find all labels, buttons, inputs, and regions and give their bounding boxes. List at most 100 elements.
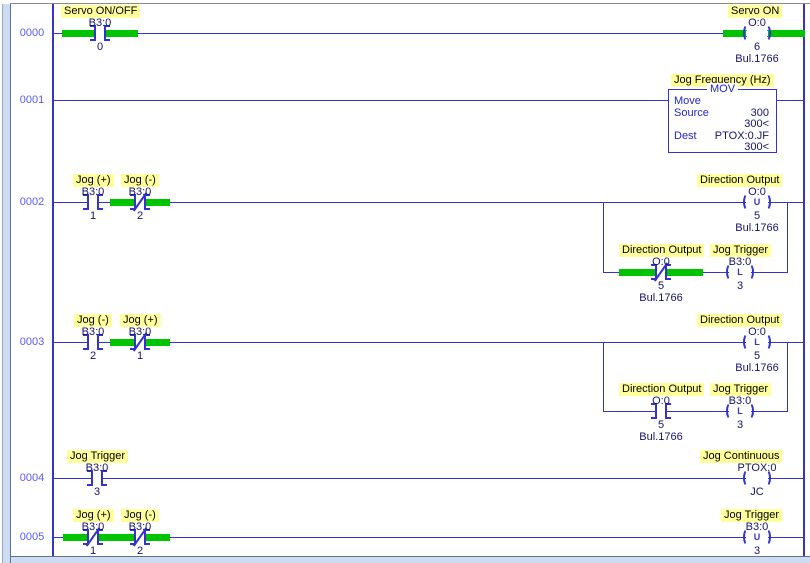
rung-number[interactable]: 0003 [19,336,45,348]
instruction-description: Jog Continuous [700,450,783,463]
instruction-address: O:0 [652,256,670,268]
power-flow-highlight [723,30,747,37]
instruction-address: B3:0 [81,326,105,338]
bit-number: JC [750,486,764,498]
coil-gap [746,476,768,481]
instruction-address: B3:0 [128,186,152,198]
mov-title: MOV [707,83,739,96]
instruction-address: B3:0 [745,521,769,533]
coil-symbol [761,193,771,211]
coil-symbol [743,24,753,42]
branch-rail-left [603,342,604,412]
instruction-description: Servo ON [728,5,783,18]
coil-symbol [726,402,736,420]
instruction-description: Jog (-) [121,174,159,187]
power-flow-highlight [667,269,703,276]
coil-symbol [743,469,753,487]
module-note: Bul.1766 [735,53,779,65]
instruction-address: B3:0 [728,395,752,407]
contact-symbol [665,403,671,419]
contact-symbol [651,403,657,419]
contact-gap [657,408,665,415]
coil-symbol [743,193,753,211]
rung-number[interactable]: 0002 [19,196,45,208]
right-power-rail [803,4,805,556]
coil-symbol [743,333,753,351]
rung-wire [52,478,805,479]
contact-symbol [144,334,150,350]
bit-number: 3 [93,486,101,498]
contact-symbol [90,25,96,41]
instruction-description: Jog Trigger [710,383,772,396]
mov-operand-name: Dest [674,130,697,142]
instruction-description: Jog (-) [121,509,159,522]
power-flow-highlight [106,30,138,37]
instruction-address: B3:0 [85,462,109,474]
bit-number: 5 [657,280,665,292]
instruction-description: Servo ON/OFF [61,5,141,18]
power-flow-highlight [619,269,655,276]
branch-rail-left [603,202,604,273]
contact-symbol [97,334,103,350]
instruction-description: Jog (+) [120,314,161,327]
instruction-description: Jog (+) [73,174,114,187]
branch-rail-right [787,342,788,412]
instruction-description: Direction Output [697,174,783,187]
mov-operand-name: Move [674,95,701,107]
bit-number: 5 [753,350,761,362]
instruction-address: PTOX:0 [737,462,777,474]
contact-symbol [104,25,110,41]
module-note: Bul.1766 [735,362,779,374]
rung-number[interactable]: 0000 [19,27,45,39]
branch-rail-right [787,202,788,273]
coil-symbol [761,528,771,546]
coil-gap [746,200,768,205]
bit-number: 1 [89,545,97,557]
rung-number[interactable]: 0005 [19,531,45,543]
instruction-description: Direction Output [619,244,705,257]
coil-symbol [726,263,736,281]
power-flow-highlight [146,339,170,346]
contact-gap [89,339,97,346]
instruction-address: B3:0 [81,186,105,198]
coil-symbol [761,24,771,42]
instruction-address: B3:0 [88,17,112,29]
instruction-address: O:0 [652,395,670,407]
rung-number[interactable]: 0004 [19,472,45,484]
mov-operand-value: PTOX:0.JF [714,130,769,142]
contact-symbol [97,529,103,545]
power-flow-highlight [767,30,805,37]
contact-symbol [144,194,150,210]
rung-number[interactable]: 0001 [19,94,45,106]
instruction-description: Jog (+) [73,509,114,522]
power-flow-highlight [146,199,170,206]
power-flow-highlight [146,534,170,541]
bit-number: 1 [136,350,144,362]
bit-number: 0 [96,41,104,53]
power-flow-highlight [110,199,134,206]
coil-letter: U [753,532,761,542]
rung-wire [52,100,805,101]
bit-number: 2 [89,350,97,362]
coil-letter: L [754,337,760,347]
coil-gap [729,270,751,275]
bottom-scroll-strip[interactable] [11,556,810,563]
coil-symbol [744,263,754,281]
power-flow-highlight [110,339,134,346]
left-power-rail [52,4,54,556]
instruction-description: Direction Output [619,383,705,396]
coil-letter: L [737,267,743,277]
coil-gap [746,535,768,540]
contact-symbol [83,334,89,350]
module-note: Bul.1766 [639,431,683,443]
coil-symbol [744,402,754,420]
instruction-address: B3:0 [128,326,152,338]
contact-symbol [83,194,89,210]
contact-gap [93,475,101,482]
rung-wire [52,537,805,538]
coil-symbol [761,333,771,351]
contact-symbol [97,194,103,210]
left-scroll-strip[interactable] [2,4,11,563]
contact-gap [89,199,97,206]
module-note: Bul.1766 [639,292,683,304]
